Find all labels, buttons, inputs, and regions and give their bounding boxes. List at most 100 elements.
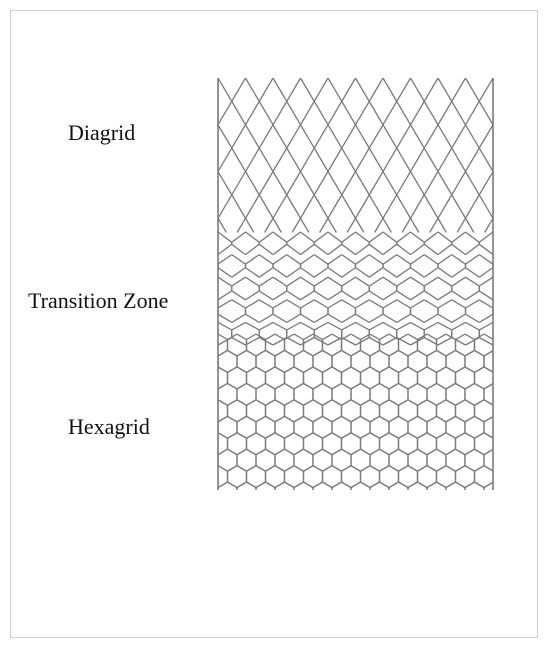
diagrid-member	[0, 78, 34, 232]
diagrid-member	[26, 78, 117, 232]
transition-cell-edge	[327, 299, 343, 323]
hex-cell	[492, 437, 493, 450]
hex-cell	[437, 499, 456, 521]
diagrid-member	[108, 78, 199, 232]
hex-cell	[218, 421, 219, 434]
transition-cell-edge	[231, 321, 246, 346]
diagrid-member	[218, 170, 255, 233]
transition-cell-edge	[478, 321, 493, 346]
hexagrid-zone	[218, 333, 493, 521]
diagrid-member	[291, 78, 384, 233]
transition-cell-edge	[534, 300, 548, 323]
diagrid-member	[81, 78, 172, 232]
diagrid-member	[218, 78, 302, 220]
transition-cell-edge	[286, 299, 302, 323]
transition-cell-edge	[300, 276, 315, 301]
diagrid-member	[409, 78, 493, 220]
hex-cell	[445, 481, 466, 490]
transition-cell-edge	[245, 321, 260, 346]
transition-cell-edge	[368, 276, 384, 301]
transition-cell-edge	[396, 276, 411, 301]
transition-cell-edge	[245, 231, 260, 256]
transition-cell-edge	[423, 299, 439, 323]
hex-cell	[304, 499, 323, 521]
transition-cell-edge	[382, 231, 398, 256]
transition-cell-edge	[191, 300, 205, 323]
diagrid-member	[218, 78, 219, 80]
diagrid-member	[521, 78, 550, 232]
diagrid-member	[272, 78, 365, 233]
transition-cell-edge	[231, 231, 246, 256]
diagrid-member	[492, 78, 493, 80]
transition-cell-edge	[465, 321, 480, 346]
hex-cell	[247, 499, 266, 521]
hex-cell	[399, 499, 418, 521]
diagrid-member	[540, 78, 550, 232]
transition-cell-edge	[286, 321, 301, 346]
transition-cell-edge	[191, 255, 205, 278]
transition-cell-edge	[451, 321, 466, 346]
diagrid-member	[45, 78, 136, 232]
transition-cell-edge	[521, 277, 535, 300]
transition-cell-edge	[507, 232, 521, 255]
transition-cell-edge	[258, 231, 274, 256]
hex-cell	[218, 486, 219, 490]
transition-cell-edge	[478, 231, 493, 256]
transition-cell-edge	[272, 254, 288, 278]
transition-cell-edge	[258, 276, 274, 301]
transition-cell-edge	[534, 255, 548, 278]
transition-cell-edge	[437, 254, 453, 278]
hex-cell	[380, 499, 399, 521]
transition-cell-edge	[218, 254, 233, 278]
transition-cell-edge	[218, 307, 219, 315]
diagrid-member	[319, 78, 412, 233]
diagrid-member	[437, 78, 493, 173]
hex-cell	[483, 382, 493, 406]
hex-cell	[492, 339, 493, 351]
diagrid-zone	[0, 78, 550, 233]
transition-cell-edge	[191, 322, 205, 345]
diagrid-member	[17, 78, 108, 232]
transition-cell-edge	[410, 231, 425, 256]
transition-cell-edge	[354, 299, 370, 323]
transition-cell-edge	[231, 276, 246, 301]
transition-zone	[177, 231, 548, 346]
transition-cell-edge	[396, 231, 411, 256]
hex-cell	[218, 481, 238, 490]
diagrid-member	[0, 78, 80, 232]
transition-cell-edge	[286, 231, 301, 256]
transition-cell-edge	[218, 232, 219, 255]
hex-cell	[331, 481, 352, 490]
transition-cell-edge	[382, 299, 398, 323]
transition-cell-edge	[396, 321, 411, 346]
transition-cell-edge	[437, 276, 453, 301]
transition-cell-edge	[410, 276, 425, 301]
hex-cell	[407, 481, 428, 490]
transition-cell-edge	[272, 299, 288, 323]
hexagrid-label: Hexagrid	[68, 414, 150, 439]
transition-cell-edge	[465, 231, 480, 256]
transition-zone-label: Transition Zone	[28, 288, 169, 313]
transition-cell-edge	[521, 232, 535, 255]
transition-cell-edge	[492, 232, 493, 255]
transition-cell-edge	[177, 232, 191, 255]
transition-cell-edge	[382, 276, 398, 301]
transition-cell-edge	[341, 299, 357, 323]
transition-cell-edge	[245, 276, 260, 301]
diagrid-member	[0, 78, 89, 232]
diagrid-member	[0, 78, 26, 232]
diagrid-member	[218, 78, 274, 173]
transition-cell-edge	[354, 254, 370, 278]
transition-cell-edge	[396, 299, 412, 323]
transition-cell-edge	[218, 321, 233, 346]
transition-cell-edge	[272, 231, 288, 256]
transition-cell-edge	[396, 254, 412, 278]
transition-cell-edge	[300, 231, 315, 256]
figure-frame	[10, 10, 538, 638]
transition-cell-edge	[299, 299, 315, 323]
hex-cell	[492, 404, 493, 417]
diagrid-member	[0, 78, 6, 232]
hex-cell	[483, 350, 493, 373]
transition-cell-edge	[341, 276, 356, 301]
